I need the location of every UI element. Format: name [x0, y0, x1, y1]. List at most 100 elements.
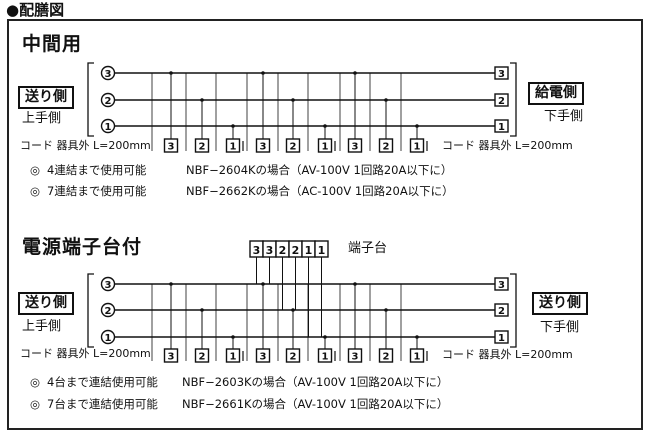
- section1-terminal-box-0: [163, 138, 179, 153]
- section2-junction-5: [323, 335, 327, 339]
- section1-terminal-box-5: [317, 138, 333, 153]
- section2-right-terminal-box-3: [494, 277, 509, 291]
- section1-left-label: 送り側: [18, 86, 74, 109]
- section1-line-label-left-2: 2: [105, 96, 112, 107]
- section1-line-circle-2: [100, 92, 116, 108]
- section2-right-sub: 下手側: [540, 320, 580, 335]
- section2-note-2-right: NBF−2661Kの場合（AV-100V 1回路20A以下に）: [182, 397, 449, 411]
- section1-terminal-box-7: [378, 138, 394, 153]
- section1-junction-3: [261, 71, 265, 75]
- section1-terminal-label-3: 3: [260, 142, 267, 153]
- section2-line-circle-2: [100, 302, 116, 318]
- section1-right-bracket: [510, 62, 517, 137]
- section1-terminal-box-4: [285, 138, 301, 153]
- section1-terminal-label-6: 3: [352, 142, 359, 153]
- terminal-block-label-5: 1: [318, 244, 326, 257]
- section1-terminal-box-1: [194, 138, 210, 153]
- section2-line-label-left-2: 2: [105, 306, 112, 317]
- section2-note-2-bullet: ◎: [30, 397, 41, 411]
- section2-terminal-label-8: 1: [414, 352, 421, 363]
- section1-note-2-left: 7連結まで使用可能: [47, 184, 147, 198]
- section2-cord-left: コード 器具外 L=200mm: [20, 347, 151, 360]
- section2-terminal-label-1: 2: [199, 352, 206, 363]
- section2-terminal-label-2: 1: [230, 352, 237, 363]
- section2-terminal-box-6: [347, 348, 363, 363]
- section2-junction-6: [353, 282, 357, 286]
- section2-terminal-label-5: 1: [322, 352, 329, 363]
- section2-terminal-box-3: [255, 348, 271, 363]
- section1-terminal-label-8: 1: [414, 142, 421, 153]
- section1-junction-1: [200, 98, 204, 102]
- terminal-block-label-4: 1: [305, 244, 313, 257]
- section2-terminal-box-8: [409, 348, 425, 363]
- section2-terminal-box-7: [378, 348, 394, 363]
- section1-line-label-left-3: 3: [105, 69, 112, 80]
- page-title: ●配膳図: [6, 1, 65, 19]
- section1-terminal-box-8: [409, 138, 425, 153]
- section1-terminal-label-1: 2: [199, 142, 206, 153]
- section1-line-label-left-1: 1: [105, 122, 112, 133]
- section2-terminal-label-7: 2: [383, 352, 390, 363]
- section1-note-1-left: 4連結まで使用可能: [47, 163, 147, 177]
- section2-junction-3: [261, 282, 265, 286]
- section2-terminal-box-5: [317, 348, 333, 363]
- section2-line-circle-1: [100, 329, 116, 345]
- section1-junction-7: [384, 98, 388, 102]
- section1-line-label-right-1: 1: [498, 122, 505, 133]
- section1-terminal-box-6: [347, 138, 363, 153]
- section2-line-label-right-1: 1: [498, 333, 505, 344]
- section1-junction-2: [231, 124, 235, 128]
- terminal-block-label-0: 3: [253, 244, 261, 257]
- diagram-frame: [7, 19, 643, 430]
- section2-terminal-label-6: 3: [352, 352, 359, 363]
- section1-right-terminal-box-1: [494, 119, 509, 133]
- section1-line-circle-3: [100, 65, 116, 81]
- section2-junction-0: [169, 282, 173, 286]
- section1-line-circle-1: [100, 118, 116, 134]
- section1-terminal-label-2: 1: [230, 142, 237, 153]
- section1-junction-0: [169, 71, 173, 75]
- section2-line-label-right-3: 3: [498, 280, 505, 291]
- section1-junction-4: [291, 98, 295, 102]
- section1-terminal-label-7: 2: [383, 142, 390, 153]
- section2-right-bracket: [510, 273, 517, 348]
- section1-junction-5: [323, 124, 327, 128]
- section2-cord-right: コード 器具外 L=200mm: [442, 348, 573, 361]
- terminal-block-label: 端子台: [348, 241, 388, 256]
- section2-line-label-left-1: 1: [105, 333, 112, 344]
- section1-left-bracket: [87, 62, 94, 137]
- section1-junction-6: [353, 71, 357, 75]
- section2-note-1-right: NBF−2603Kの場合（AV-100V 1回路20A以下に）: [182, 375, 449, 389]
- section2-junction-2: [231, 335, 235, 339]
- section2-note-2-left: 7台まで連結使用可能: [47, 397, 158, 411]
- terminal-block-label-2: 2: [279, 244, 287, 257]
- section1-right-sub: 下手側: [544, 109, 584, 124]
- section2-junction-4: [291, 308, 295, 312]
- section1-terminal-label-4: 2: [290, 142, 297, 153]
- section2-junction-8: [415, 335, 419, 339]
- section2-junction-7: [384, 308, 388, 312]
- section2-note-1-bullet: ◎: [30, 375, 41, 389]
- section2-left-bracket: [87, 273, 94, 348]
- section1-left-sub: 上手側: [22, 111, 62, 126]
- section2-right-terminal-box-1: [494, 330, 509, 344]
- section1-junction-8: [415, 124, 419, 128]
- section1-terminal-box-2: [225, 138, 241, 153]
- section1-terminal-label-0: 3: [168, 142, 175, 153]
- section2-left-label: 送り側: [18, 292, 74, 315]
- section2-line-circle-3: [100, 276, 116, 292]
- section2-terminal-label-0: 3: [168, 352, 175, 363]
- section2-terminal-box-1: [194, 348, 210, 363]
- section2-note-1-left: 4台まで連結使用可能: [47, 375, 158, 389]
- section1-note-2-bullet: ◎: [30, 184, 41, 198]
- section1-title: 中間用: [22, 33, 83, 55]
- section2-line-label-left-3: 3: [105, 280, 112, 291]
- section2-left-sub: 上手側: [22, 319, 62, 334]
- section2-right-terminal-box-2: [494, 303, 509, 317]
- section2-terminal-label-3: 3: [260, 352, 267, 363]
- section1-line-label-right-2: 2: [498, 96, 505, 107]
- section2-terminal-label-4: 2: [290, 352, 297, 363]
- section2-title: 電源端子台付: [22, 236, 143, 258]
- section1-terminal-label-5: 1: [322, 142, 329, 153]
